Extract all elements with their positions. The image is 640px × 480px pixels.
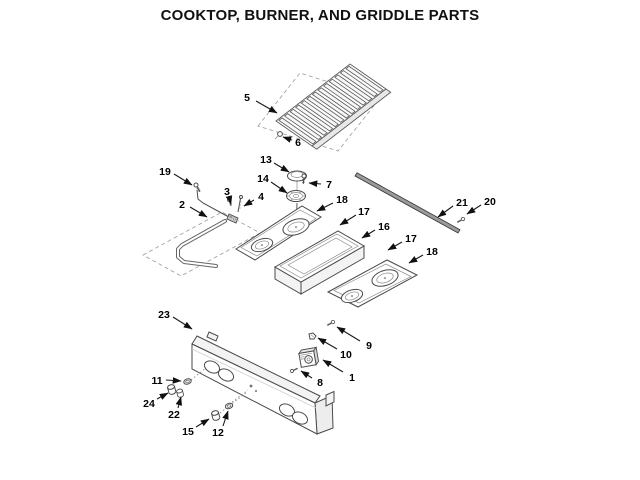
igniter-bracket xyxy=(226,213,239,224)
grate-bar xyxy=(322,83,362,110)
panel-oval-hole xyxy=(217,368,235,382)
grate-bar xyxy=(311,88,392,150)
callout-arrow-15-24 xyxy=(195,418,210,428)
part-number-19-5: 19 xyxy=(159,166,171,178)
callout-arrow-17-12 xyxy=(387,241,403,251)
rail-screw xyxy=(455,216,466,225)
tube-outline-dashed xyxy=(142,211,261,277)
callout-arrow-13-2 xyxy=(273,162,290,173)
griddle-plate xyxy=(273,230,366,295)
callout-arrow-1-19 xyxy=(322,359,344,373)
part-number-10-18: 10 xyxy=(340,349,352,361)
part-number-9-17: 9 xyxy=(366,340,372,352)
leader-line xyxy=(190,367,207,381)
lock-nut-11 xyxy=(182,377,193,386)
callout-arrow-6-1 xyxy=(282,136,293,143)
callout-arrow-2-6 xyxy=(189,206,208,218)
callout-arrow-20-15 xyxy=(466,204,482,215)
callout-arrow-18-9 xyxy=(316,202,334,212)
grate-bar xyxy=(328,78,367,106)
grate-bar xyxy=(311,91,351,119)
callout-arrow-12-25 xyxy=(222,410,229,427)
lock-nut-12 xyxy=(224,401,234,411)
part-number-21-14: 21 xyxy=(456,197,468,209)
part-number-17-10: 17 xyxy=(358,206,370,218)
grate-bar xyxy=(295,104,334,132)
callout-arrow-17-10 xyxy=(339,214,357,226)
part-number-4-8: 4 xyxy=(258,191,264,203)
part-number-23-16: 23 xyxy=(158,309,170,321)
part-number-18-13: 18 xyxy=(426,246,438,258)
part-number-18-9: 18 xyxy=(336,194,348,206)
callout-arrow-19-5 xyxy=(173,173,193,186)
part-number-1-19: 1 xyxy=(349,372,355,384)
callout-arrow-18-13 xyxy=(408,254,424,264)
left-cooktop-section xyxy=(235,205,322,261)
module-clip xyxy=(308,332,317,340)
callout-arrow-9-17 xyxy=(336,326,361,342)
callout-arrow-7-4 xyxy=(308,180,322,187)
module-screw xyxy=(289,366,299,374)
grate-bar xyxy=(306,95,345,123)
part-number-6-1: 6 xyxy=(295,137,301,149)
burner-grate xyxy=(275,63,392,150)
part-number-22-23: 22 xyxy=(168,409,180,421)
grate-foot xyxy=(274,131,283,140)
callout-arrow-24-22 xyxy=(156,392,169,400)
part-number-13-2: 13 xyxy=(260,154,272,166)
callout-arrow-21-14 xyxy=(437,205,454,218)
callout-arrow-10-18 xyxy=(317,337,338,350)
control-panel xyxy=(191,331,335,435)
page-title: COOKTOP, BURNER, AND GRIDDLE PARTS xyxy=(160,7,480,24)
part-number-17-12: 17 xyxy=(405,233,417,245)
grate-bar xyxy=(334,74,373,102)
part-number-7-4: 7 xyxy=(326,179,332,191)
spacer-15 xyxy=(210,409,221,422)
electrode-pin xyxy=(237,195,243,213)
part-number-15-24: 15 xyxy=(182,426,194,438)
part-number-24-22: 24 xyxy=(143,398,155,410)
spacer-22 xyxy=(175,387,185,399)
grate-bar xyxy=(339,70,379,97)
grate-bar xyxy=(289,108,328,136)
spark-module xyxy=(297,346,320,368)
part-number-16-11: 16 xyxy=(378,221,390,233)
callout-arrow-11-21 xyxy=(165,377,182,384)
grate-bar xyxy=(278,117,317,145)
callout-arrow-4-8 xyxy=(243,198,255,207)
panel-screw-mark xyxy=(249,384,253,388)
callout-arrow-14-3 xyxy=(270,181,288,194)
grate-bar xyxy=(283,113,323,141)
part-number-12-25: 12 xyxy=(212,427,224,439)
spacer-24 xyxy=(166,383,177,396)
callout-arrow-5-0 xyxy=(255,100,278,114)
part-number-5-0: 5 xyxy=(244,92,250,104)
right-cooktop-section xyxy=(326,259,419,308)
leader-line xyxy=(231,389,249,403)
part-number-2-6: 2 xyxy=(179,199,185,211)
module-top-screw xyxy=(325,319,336,328)
grate-bar xyxy=(345,65,384,93)
grate-bar xyxy=(317,87,356,115)
callout-arrow-22-23 xyxy=(175,396,183,409)
gas-tube xyxy=(176,219,227,268)
part-number-20-15: 20 xyxy=(484,196,496,208)
panel-oval-hole xyxy=(291,411,309,425)
callout-arrow-3-7 xyxy=(225,195,233,205)
part-number-8-20: 8 xyxy=(317,377,323,389)
part-number-3-7: 3 xyxy=(224,186,230,198)
grate-bar xyxy=(300,100,339,128)
callout-arrow-8-20 xyxy=(300,370,313,379)
callout-arrow-16-11 xyxy=(361,229,376,239)
part-number-11-21: 11 xyxy=(151,375,162,387)
part-number-14-3: 14 xyxy=(257,173,269,185)
leader-line xyxy=(219,391,248,414)
side-trim-rail xyxy=(354,172,461,234)
callout-arrow-23-16 xyxy=(172,316,193,330)
